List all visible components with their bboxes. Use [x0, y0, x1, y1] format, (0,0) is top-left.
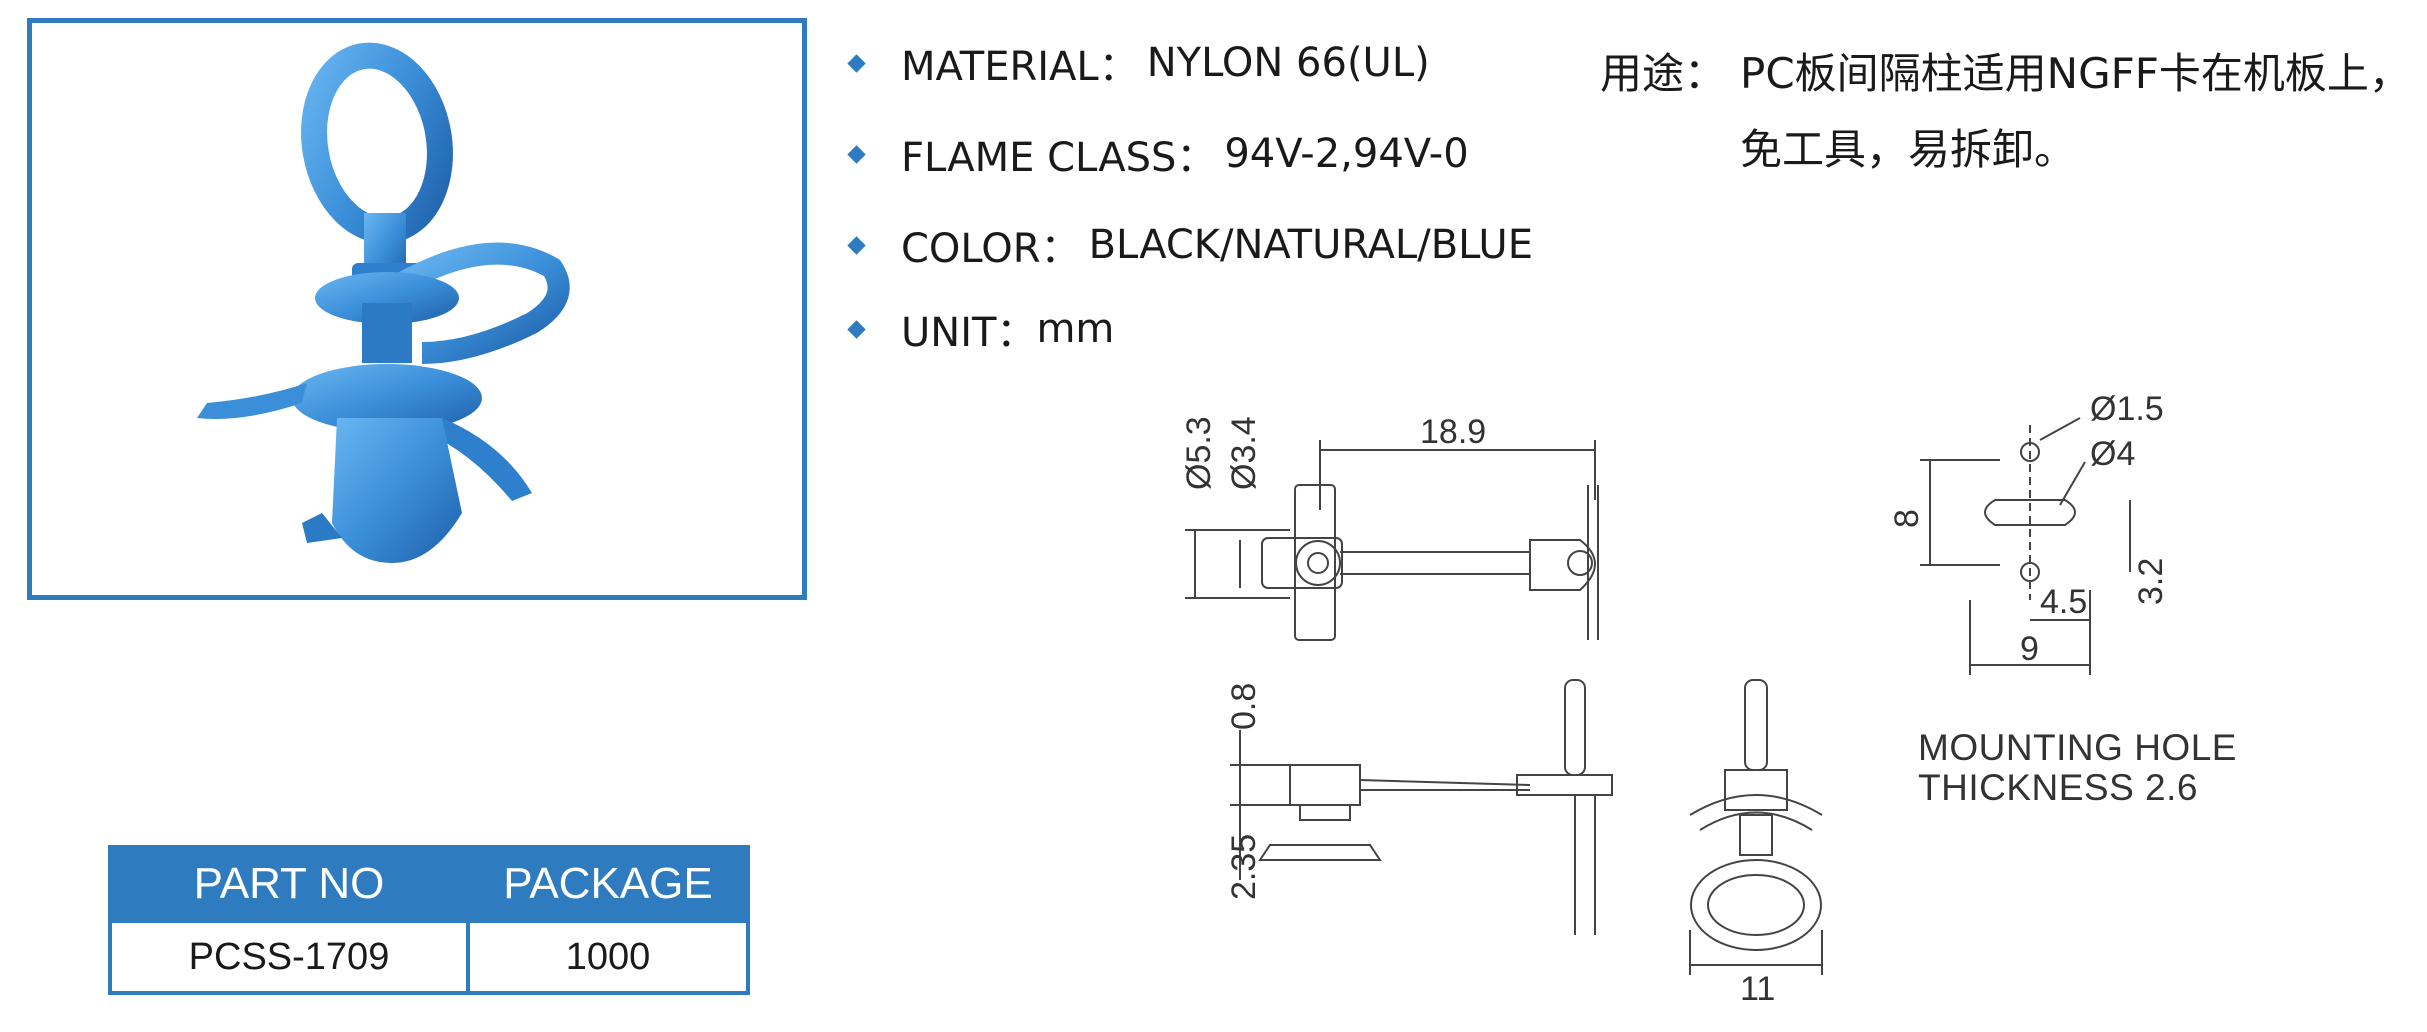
dim-height-3-2: 3.2	[2132, 558, 2170, 605]
dim-width-9: 9	[2020, 630, 2039, 668]
spec-value: 94V-2,94V-0	[1224, 131, 1469, 177]
header-part-no: PART NO	[110, 847, 470, 921]
dim-dia-1-5: Ø1.5	[2090, 390, 2164, 428]
product-photo	[197, 42, 570, 563]
cell-part-no: PCSS-1709	[110, 919, 470, 993]
mounting-hole-drawing	[1920, 417, 2131, 675]
dim-thickness-0-8: 0.8	[1225, 683, 1263, 730]
spec-flame-class: FLAME CLASS： 94V-2,94V-0	[845, 131, 1533, 181]
dim-dia-5-3: Ø5.3	[1180, 416, 1218, 490]
spec-value: mm	[1036, 306, 1115, 352]
dim-width-11: 11	[1740, 970, 1775, 1008]
mounting-hole-note: MOUNTING HOLE THICKNESS 2.6	[1918, 728, 2237, 808]
spec-list: MATERIAL： NYLON 66(UL) FLAME CLASS： 94V-…	[845, 40, 1533, 397]
dim-width-4-5: 4.5	[2040, 583, 2087, 621]
spec-label: MATERIAL：	[901, 44, 1139, 90]
dim-length-18-9: 18.9	[1420, 413, 1486, 451]
top-view-drawing	[1185, 440, 1599, 641]
spec-value: NYLON 66(UL)	[1146, 40, 1430, 86]
dim-thickness-2-35: 2.35	[1225, 834, 1263, 900]
spec-value: BLACK/NATURAL/BLUE	[1088, 222, 1533, 268]
note-line-2: THICKNESS 2.6	[1918, 767, 2198, 808]
part-table: PART NO PACKAGE PCSS-1709 1000	[108, 845, 750, 995]
header-package: PACKAGE	[468, 847, 748, 921]
spec-label: UNIT：	[901, 310, 1037, 356]
spec-label: FLAME CLASS：	[901, 135, 1217, 181]
spec-material: MATERIAL： NYLON 66(UL)	[845, 40, 1533, 90]
cell-package: 1000	[468, 919, 748, 993]
table-row: PCSS-1709 1000	[110, 919, 748, 993]
usage-label: 用途：	[1600, 49, 1727, 98]
dim-height-8: 8	[1888, 509, 1926, 528]
front-view-drawing	[1689, 679, 1823, 975]
dim-dia-3-4: Ø3.4	[1225, 416, 1263, 490]
dim-dia-4: Ø4	[2090, 435, 2135, 473]
side-view-drawing	[1230, 679, 1613, 935]
spec-label: COLOR：	[901, 226, 1081, 272]
spec-color: COLOR： BLACK/NATURAL/BLUE	[845, 222, 1533, 272]
usage-text: PC板间隔柱适用NGFF卡在机板上，免工具，易拆卸。	[1740, 49, 2411, 174]
note-line-1: MOUNTING HOLE	[1918, 727, 2237, 768]
product-photo-frame	[27, 18, 807, 600]
spec-unit: UNIT： mm	[845, 306, 1533, 356]
table-header-row: PART NO PACKAGE	[110, 847, 748, 921]
